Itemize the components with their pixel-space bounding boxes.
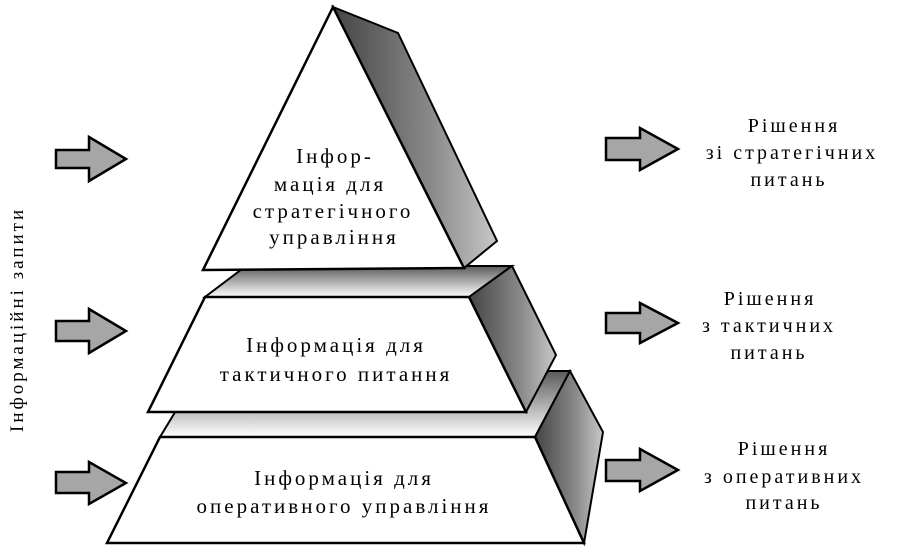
output-strategic-line-1: Рішення xyxy=(748,115,841,137)
output-strategic-line-3: питань xyxy=(750,169,827,191)
level-tactical-line-1: Інформація для xyxy=(246,333,426,357)
output-operational-line-2: з оперативних xyxy=(704,466,864,488)
input-arrow-tactical-icon xyxy=(54,306,129,356)
level-operational-line-1: Інформація для xyxy=(254,466,434,490)
output-tactical-line-3: питань xyxy=(730,342,807,364)
level-operational-line-2: оперативного управління xyxy=(197,494,492,518)
input-arrow-operational-icon xyxy=(54,459,129,507)
output-arrow-tactical-icon xyxy=(604,300,681,346)
output-arrow-strategic-icon xyxy=(604,125,681,173)
output-arrow-operational-icon xyxy=(604,446,681,494)
level-strategic: Інфор- мація для стратегічного управлінн… xyxy=(200,4,499,272)
output-strategic: Рішення зі стратегічних питань xyxy=(706,115,879,191)
output-operational-line-1: Рішення xyxy=(738,438,831,460)
level-tactical-face xyxy=(145,295,529,414)
level-strategic-line-2: мація для xyxy=(274,172,386,196)
level-tactical-line-2: тактичного питання xyxy=(220,362,453,386)
level-operational: Інформація для оперативного управління xyxy=(104,368,605,547)
level-strategic-line-3: стратегічного xyxy=(253,199,414,223)
side-label: Інформаційні запити xyxy=(7,207,28,432)
level-strategic-line-4: управління xyxy=(269,225,399,249)
level-operational-face xyxy=(104,435,586,545)
input-arrow-strategic-icon xyxy=(54,134,129,184)
output-tactical-line-1: Рішення xyxy=(724,288,817,310)
level-strategic-face xyxy=(200,4,467,272)
level-strategic-line-1: Інфор- xyxy=(296,144,374,168)
output-tactical: Рішення з тактичних питань xyxy=(702,288,836,364)
output-tactical-line-2: з тактичних xyxy=(702,315,836,337)
output-operational-line-3: питань xyxy=(745,492,822,514)
output-strategic-line-2: зі стратегічних xyxy=(706,142,879,164)
output-operational: Рішення з оперативних питань xyxy=(704,438,864,514)
level-tactical: Інформація для тактичного питання xyxy=(145,264,558,415)
